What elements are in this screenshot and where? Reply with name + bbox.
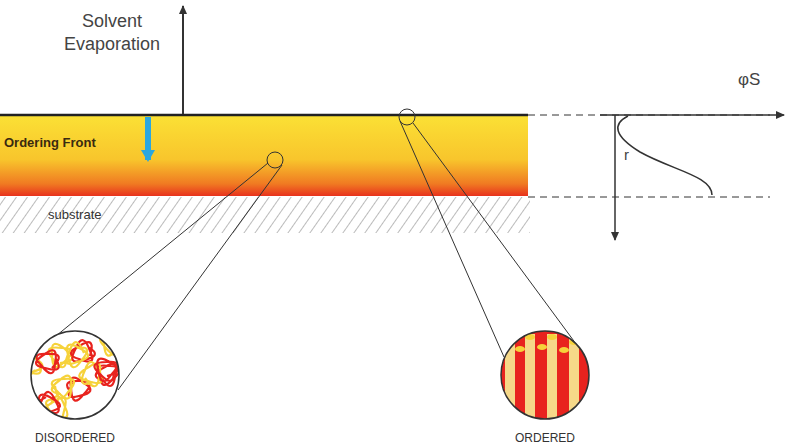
leader-line: [118, 165, 282, 390]
node-label: DISORDERED: [35, 431, 115, 445]
film-surface: [0, 114, 528, 117]
film-band: [0, 115, 528, 196]
substrate: substrate: [0, 197, 530, 233]
leader-line: [40, 163, 268, 349]
film-layer: Ordering Front: [0, 115, 528, 196]
node-label: substrate: [48, 207, 101, 222]
polymer-coils: [17, 331, 123, 420]
cylinder-view: [500, 330, 590, 424]
axis-label: φS: [738, 70, 760, 90]
disordered-view: DISORDERED: [20, 329, 130, 448]
disordered-view: [31, 331, 119, 419]
evaporation-arrow: [182, 6, 184, 114]
axis-label: r: [624, 146, 629, 163]
node-label: ORDERED: [515, 431, 575, 445]
process-label: Solvent Evaporation: [52, 10, 172, 57]
ordered-view: ORDERED: [490, 329, 600, 448]
r-axis: [614, 115, 616, 240]
substrate-hatch: [0, 197, 530, 233]
node-label: Ordering Front: [4, 135, 96, 150]
leader-line: [400, 121, 504, 357]
front-arrow: [145, 117, 151, 160]
leader-line: [413, 123, 582, 352]
zoom-point: [399, 109, 415, 125]
zoom-point: [267, 152, 283, 168]
profile-curve: [618, 116, 712, 195]
dash-line: [528, 197, 770, 198]
